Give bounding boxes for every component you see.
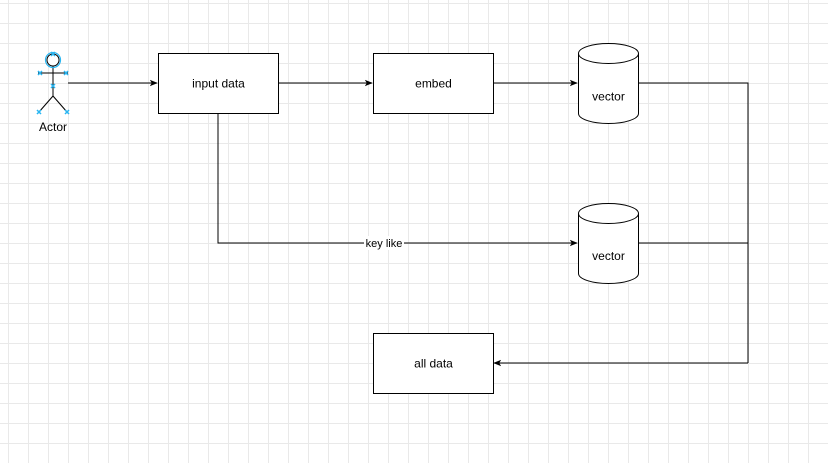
- selection-handles[interactable]: [36, 51, 70, 115]
- node-all-data[interactable]: all data: [373, 333, 494, 394]
- node-embed-label: embed: [415, 77, 452, 91]
- actor[interactable]: Actor: [36, 51, 70, 134]
- node-input-data[interactable]: input data: [158, 53, 279, 114]
- node-vector-bottom-label: vector: [592, 249, 625, 263]
- edge-label-key-like: key like: [366, 238, 403, 250]
- node-vector-top-label: vector: [592, 90, 625, 104]
- actor-left-leg: [38, 95, 54, 113]
- actor-label: Actor: [39, 120, 67, 134]
- selection-outline: [44, 51, 62, 69]
- edge-vector-top-to-right[interactable]: [638, 82, 749, 363]
- edge-label-background: [364, 236, 404, 250]
- actor-right-leg: [52, 95, 68, 113]
- edge-input-to-vector-bottom[interactable]: key like: [217, 113, 578, 250]
- node-embed[interactable]: embed: [373, 53, 494, 114]
- node-input-data-label: input data: [192, 77, 245, 91]
- actor-head: [46, 53, 60, 67]
- node-vector-bottom[interactable]: vector: [578, 203, 639, 284]
- node-all-data-label: all data: [414, 357, 453, 371]
- node-vector-top[interactable]: vector: [578, 43, 639, 124]
